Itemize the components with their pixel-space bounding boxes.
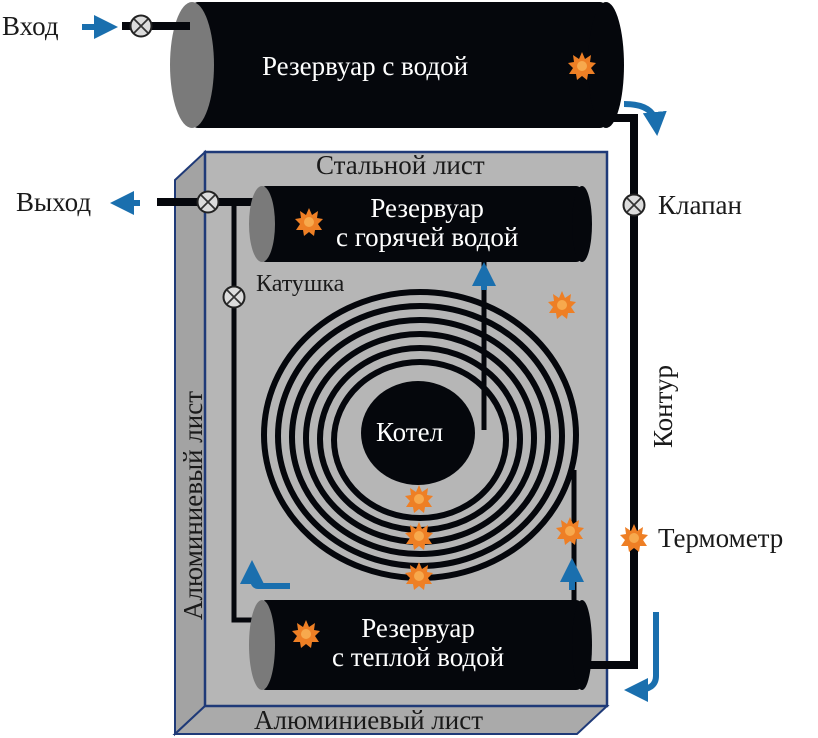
warm-water-tank <box>249 600 592 690</box>
hot-water-tank <box>249 186 592 262</box>
hot-tank-label-line2: с горячей водой <box>336 222 519 253</box>
hot-tank-label: Резервуар с горячей водой <box>336 193 519 253</box>
coil-label: Катушка <box>256 271 345 297</box>
warm-tank-label-line2: с теплой водой <box>332 642 505 673</box>
warm-tank-label-line1: Резервуар <box>361 613 475 643</box>
warm-tank-label: Резервуар с теплой водой <box>332 613 505 673</box>
boiler-label: Котел <box>376 417 444 447</box>
flow-arrow-icon <box>240 560 290 589</box>
loop-valve-icon <box>622 193 646 217</box>
hot-tank-label-line1: Резервуар <box>370 193 484 223</box>
coil-valve-icon <box>222 285 246 309</box>
thermometer-icon <box>620 524 648 552</box>
flow-arrow-icon <box>624 612 659 702</box>
boiler <box>361 381 475 485</box>
main-tank-label: Резервуар с водой <box>262 51 469 81</box>
outlet-label: Выход <box>16 187 92 217</box>
inlet-valve-icon <box>129 14 153 38</box>
main-water-tank <box>170 2 624 128</box>
valve-label: Клапан <box>658 190 742 220</box>
contour-label: Контур <box>648 364 678 448</box>
aluminium-bottom-label: Алюминиевый лист <box>254 705 483 735</box>
flow-arrow-icon <box>623 101 667 136</box>
thermometer-label: Термометр <box>658 523 784 553</box>
steel-sheet-label: Стальной лист <box>316 150 485 180</box>
aluminium-side-label: Алюминиевый лист <box>178 391 208 620</box>
inlet-label: Вход <box>2 11 59 41</box>
outlet-valve-icon <box>196 190 220 214</box>
